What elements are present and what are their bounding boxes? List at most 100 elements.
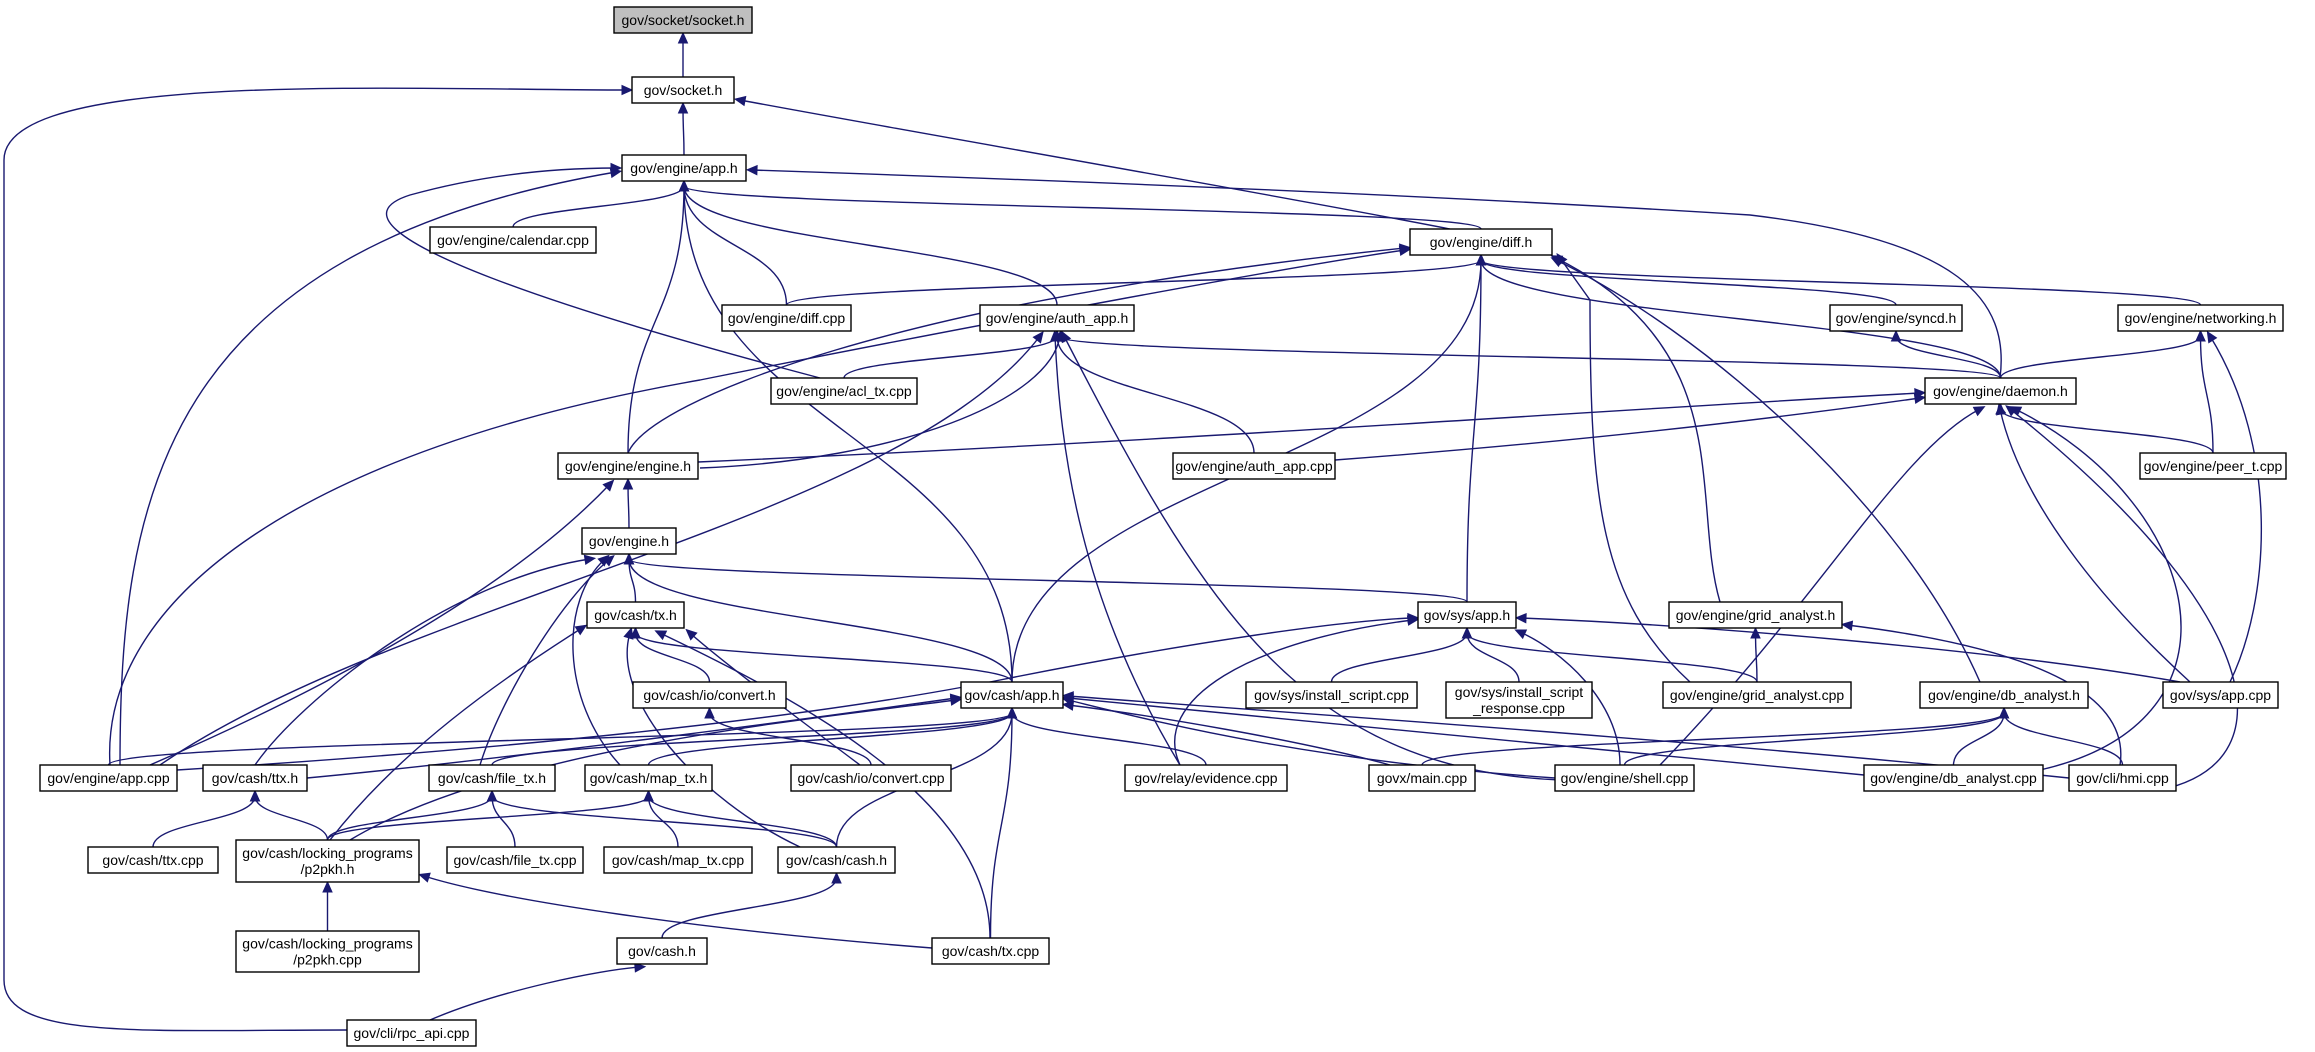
- node-install-script-cpp[interactable]: gov/sys/install_script.cpp: [1245, 681, 1418, 709]
- node-label: gov/engine.h: [589, 533, 669, 549]
- node-map-tx-cpp[interactable]: gov/cash/map_tx.cpp: [603, 846, 753, 874]
- edge-sys_app_h-to-engine_h: [623, 552, 1468, 603]
- edge-p2pkh_h-to-cash_tx_h: [329, 624, 588, 841]
- node-engine-app-cpp[interactable]: gov/engine/app.cpp: [39, 764, 178, 792]
- node-label: gov/cash/ttx.h: [212, 770, 298, 786]
- edge-auth_app_cpp-to-daemon_h: [1334, 393, 1927, 461]
- node-box: [1924, 377, 2077, 405]
- node-p2pkh-cpp[interactable]: gov/cash/locking_programs/p2pkh.cpp: [235, 930, 420, 973]
- arrowhead: [1006, 706, 1018, 719]
- node-cash-cash-h[interactable]: gov/cash/cash.h: [777, 846, 896, 874]
- node-box: [428, 764, 556, 792]
- node-file-tx-cpp[interactable]: gov/cash/file_tx.cpp: [446, 846, 584, 874]
- node-install-script-response-cpp[interactable]: gov/sys/install_script_response.cpp: [1445, 681, 1593, 719]
- node-grid-analyst-h[interactable]: gov/engine/grid_analyst.h: [1668, 601, 1843, 629]
- node-label: gov/sys/install_script: [1455, 684, 1583, 700]
- node-govx-main-cpp[interactable]: govx/main.cpp: [1368, 764, 1476, 792]
- edge-auth_app_h-to-engine_app_h: [678, 179, 1058, 306]
- node-convert-cpp[interactable]: gov/cash/io/convert.cpp: [790, 764, 952, 792]
- edge-sys_app_h-to-diff_h: [1466, 253, 1487, 603]
- node-engine-app-h[interactable]: gov/engine/app.h: [621, 154, 747, 182]
- node-sys-app-h[interactable]: gov/sys/app.h: [1417, 601, 1517, 629]
- arrowhead: [643, 789, 654, 802]
- node-cash-tx-h[interactable]: gov/cash/tx.h: [586, 601, 685, 629]
- arrowhead: [1061, 330, 1072, 344]
- node-label: gov/cash/locking_programs: [242, 845, 412, 861]
- node-sys-app-cpp[interactable]: gov/sys/app.cpp: [2162, 681, 2279, 709]
- edge-engine_h-to-engine_engine_h: [622, 477, 634, 529]
- arrowhead: [1840, 620, 1854, 631]
- node-box: [1863, 764, 2044, 792]
- node-box: [603, 846, 753, 874]
- node-diff-h[interactable]: gov/engine/diff.h: [1409, 228, 1553, 256]
- node-db-analyst-h[interactable]: gov/engine/db_analyst.h: [1919, 681, 2089, 709]
- edge-engine_app_cpp-to-cash_app_h: [107, 706, 1018, 766]
- node-daemon-h[interactable]: gov/engine/daemon.h: [1924, 377, 2077, 405]
- node-box: [39, 764, 178, 792]
- node-auth-app-cpp[interactable]: gov/engine/auth_app.cpp: [1172, 452, 1336, 480]
- edge-p2pkh_h-to-file_tx_h: [326, 789, 498, 841]
- edge-map_tx_h-to-cash_app_h: [647, 706, 1018, 766]
- node-acl-tx-cpp[interactable]: gov/engine/acl_tx.cpp: [770, 377, 918, 405]
- node-label: gov/cash/tx.cpp: [942, 943, 1039, 959]
- arrowhead: [677, 101, 689, 114]
- edge-engine_app_cpp-to-diff_h: [109, 245, 1412, 766]
- node-shell-cpp[interactable]: gov/engine/shell.cpp: [1554, 764, 1695, 792]
- arrowhead: [1890, 329, 1902, 342]
- edge-diff_h-to-socket_h: [733, 95, 1451, 230]
- edge-peer_t_cpp-to-daemon_h: [1995, 402, 2214, 454]
- node-engine-engine-h[interactable]: gov/engine/engine.h: [557, 452, 699, 480]
- node-file-tx-h[interactable]: gov/cash/file_tx.h: [428, 764, 556, 792]
- node-ttx-h[interactable]: gov/cash/ttx.h: [202, 764, 308, 792]
- node-ttx-cpp[interactable]: gov/cash/ttx.cpp: [87, 846, 219, 874]
- node-box: [1554, 764, 1695, 792]
- node-engine-h[interactable]: gov/engine.h: [581, 527, 677, 555]
- node-box: [1245, 681, 1418, 709]
- node-grid-analyst-cpp[interactable]: gov/engine/grid_analyst.cpp: [1662, 681, 1852, 709]
- node-db-analyst-cpp[interactable]: gov/engine/db_analyst.cpp: [1863, 764, 2044, 792]
- edge-install_script_cpp-to-sys_app_h: [1330, 626, 1473, 683]
- arrowhead: [602, 479, 615, 492]
- node-cash-tx-cpp[interactable]: gov/cash/tx.cpp: [931, 937, 1050, 965]
- node-peer-t-cpp[interactable]: gov/engine/peer_t.cpp: [2139, 452, 2287, 480]
- edge-shell_cpp-to-db_analyst_h: [1623, 706, 2010, 766]
- node-networking-h[interactable]: gov/engine/networking.h: [2117, 304, 2284, 332]
- node-label: gov/sys/app.h: [1424, 607, 1510, 623]
- node-box: [613, 6, 753, 34]
- node-cash-h[interactable]: gov/cash.h: [616, 937, 708, 965]
- arrowhead: [634, 962, 647, 973]
- node-cash-app-h[interactable]: gov/cash/app.h: [960, 681, 1064, 709]
- edge-hmi_cpp-to-cash_app_h: [1061, 691, 2070, 779]
- arrowhead: [1514, 612, 1527, 624]
- node-auth-app-h[interactable]: gov/engine/auth_app.h: [979, 304, 1135, 332]
- node-diff-cpp[interactable]: gov/engine/diff.cpp: [721, 304, 852, 332]
- node-box: [770, 377, 918, 405]
- node-convert-h[interactable]: gov/cash/io/convert.h: [632, 681, 787, 709]
- node-box: [235, 930, 420, 973]
- node-map-tx-h[interactable]: gov/cash/map_tx.h: [584, 764, 713, 792]
- node-evidence-cpp[interactable]: gov/relay/evidence.cpp: [1124, 764, 1288, 792]
- node-calendar-cpp[interactable]: gov/engine/calendar.cpp: [429, 226, 597, 254]
- node-box: [1409, 228, 1553, 256]
- arrowhead: [677, 31, 689, 44]
- node-label: gov/engine/calendar.cpp: [437, 232, 589, 248]
- arrowhead: [1913, 393, 1927, 404]
- node-label: gov/engine/daemon.h: [1933, 383, 2068, 399]
- node-label: gov/cash/tx.h: [594, 607, 677, 623]
- node-socket-h[interactable]: gov/socket.h: [631, 76, 735, 104]
- edge-convert_cpp-to-convert_h: [704, 706, 872, 766]
- arrowhead: [574, 624, 588, 636]
- node-socket-socket[interactable]: gov/socket/socket.h: [613, 6, 753, 34]
- node-hmi-cpp[interactable]: gov/cli/hmi.cpp: [2068, 764, 2177, 792]
- arrowhead: [1032, 331, 1044, 344]
- node-label: gov/socket.h: [644, 82, 723, 98]
- edge-db_analyst_h-to-diff_h: [1550, 257, 1981, 683]
- arrowhead: [322, 880, 333, 893]
- node-p2pkh-h[interactable]: gov/cash/locking_programs/p2pkh.h: [235, 839, 420, 883]
- edge-cash_h-to-cash_cash_h: [661, 871, 842, 939]
- arrowhead: [678, 179, 690, 192]
- edge-peer_t_cpp-to-networking_h: [2195, 329, 2214, 454]
- node-rpc-api-cpp[interactable]: gov/cli/rpc_api.cpp: [346, 1019, 477, 1047]
- node-syncd-h[interactable]: gov/engine/syncd.h: [1829, 304, 1963, 332]
